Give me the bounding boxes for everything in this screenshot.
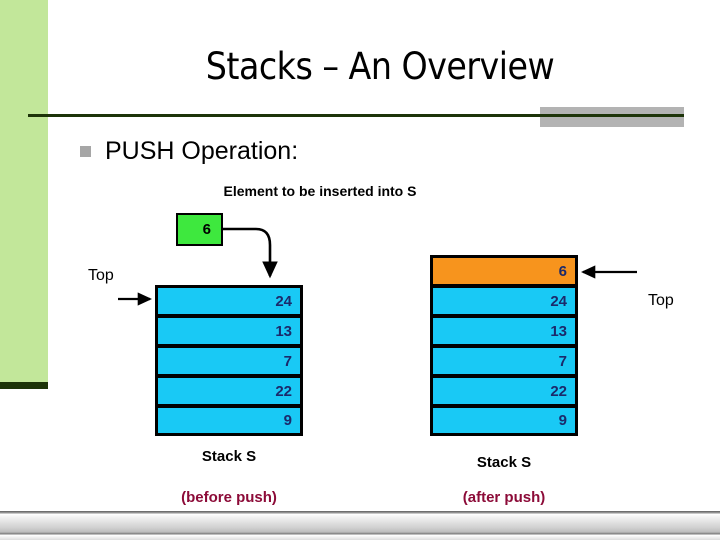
stack-before-cell-0: 24 (156, 286, 302, 316)
stack-before-cell-2: 7 (156, 346, 302, 376)
stack-before-cell-1: 13 (156, 316, 302, 346)
bullet-label: PUSH Operation: (105, 137, 299, 165)
stack-after-cell-0: 6 (431, 256, 577, 286)
stack-after-title: Stack S (476, 454, 532, 471)
footer-bar (0, 512, 720, 540)
page-title: Stacks – An Overview (205, 45, 555, 88)
stack-before-cell-4: 9 (156, 406, 302, 435)
push-arrow (223, 227, 278, 279)
stack-before-subtitle: (before push) (181, 489, 277, 506)
square-bullet-icon (80, 146, 91, 157)
bullet-push-operation: PUSH Operation: (80, 136, 298, 166)
header-gray-block (540, 107, 684, 127)
stack-before-top-label: Top (88, 267, 114, 284)
stack-before-cell-3: 22 (156, 376, 302, 406)
header-divider-rule (28, 114, 684, 117)
stack-after-top-label: Top (648, 292, 674, 309)
stack-after-cell-4: 22 (431, 376, 577, 406)
stack-after-cell-1: 24 (431, 286, 577, 316)
left-accent-bar-cap (0, 382, 48, 389)
stack-after-subtitle: (after push) (462, 489, 546, 506)
stack-after-cell-3: 7 (431, 346, 577, 376)
stack-before-title: Stack S (201, 448, 257, 465)
push-element-caption: Element to be inserted into S (223, 183, 417, 199)
push-element-box: 6 (176, 213, 223, 246)
stack-after-cell-2: 13 (431, 316, 577, 346)
stack-after-cell-5: 9 (431, 406, 577, 435)
left-accent-bar (0, 0, 48, 382)
